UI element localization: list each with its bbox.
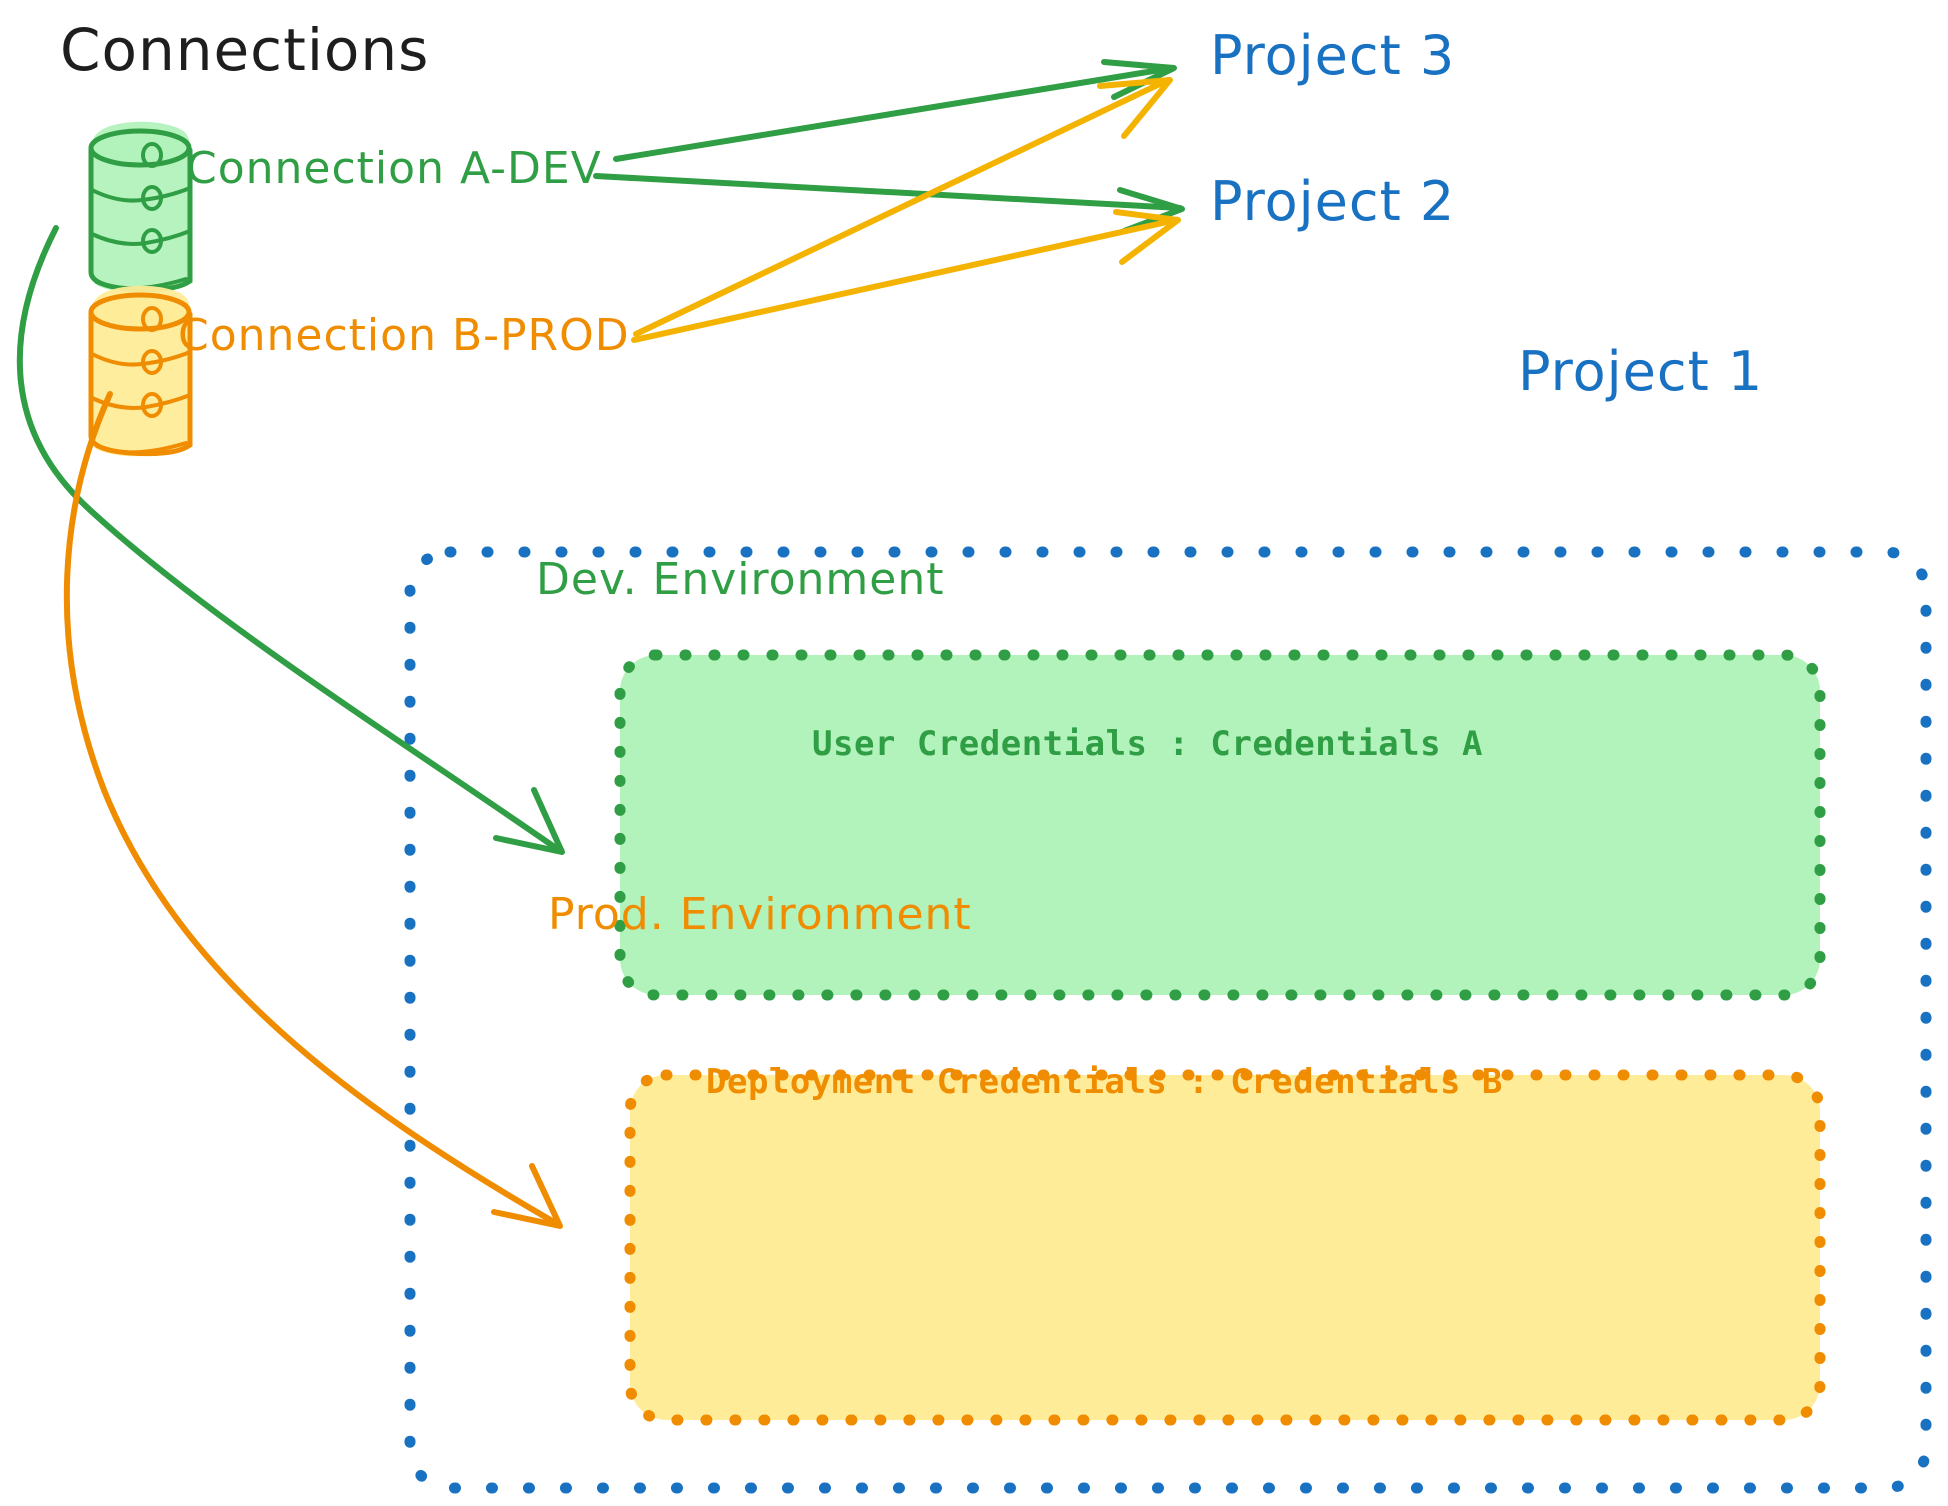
dev-environment-title: Dev. Environment	[536, 554, 945, 605]
project-1-label[interactable]: Project 1	[1518, 340, 1764, 403]
project-2-label[interactable]: Project 2	[1210, 170, 1456, 233]
database-cylinder-icon-orange[interactable]	[88, 285, 193, 457]
page-title: Connections	[60, 16, 430, 84]
project-1-container-box	[404, 546, 1932, 1494]
arrow-conn-b-to-project-3	[633, 77, 1173, 337]
arrow-conn-a-to-dev-environment	[16, 225, 565, 855]
prod-environment-credentials: Deployment Credentials : Credentials B	[706, 1062, 1503, 1102]
arrow-conn-a-to-project-2	[593, 173, 1185, 234]
connection-a-dev-label[interactable]: Connection A-DEV	[186, 143, 602, 194]
prod-environment-title: Prod. Environment	[548, 889, 972, 940]
arrow-conn-a-to-project-3	[613, 59, 1177, 162]
database-cylinder-icon-green[interactable]	[88, 121, 193, 293]
connection-b-prod-label[interactable]: Connection B-PROD	[178, 310, 630, 361]
dev-environment-credentials: User Credentials : Credentials A	[812, 724, 1484, 764]
arrow-conn-b-to-prod-environment	[63, 391, 563, 1229]
dev-environment-box[interactable]	[614, 649, 1826, 1001]
prod-environment-box[interactable]	[624, 1069, 1826, 1426]
project-3-label[interactable]: Project 3	[1210, 24, 1456, 87]
arrow-conn-b-to-project-2	[631, 209, 1181, 343]
